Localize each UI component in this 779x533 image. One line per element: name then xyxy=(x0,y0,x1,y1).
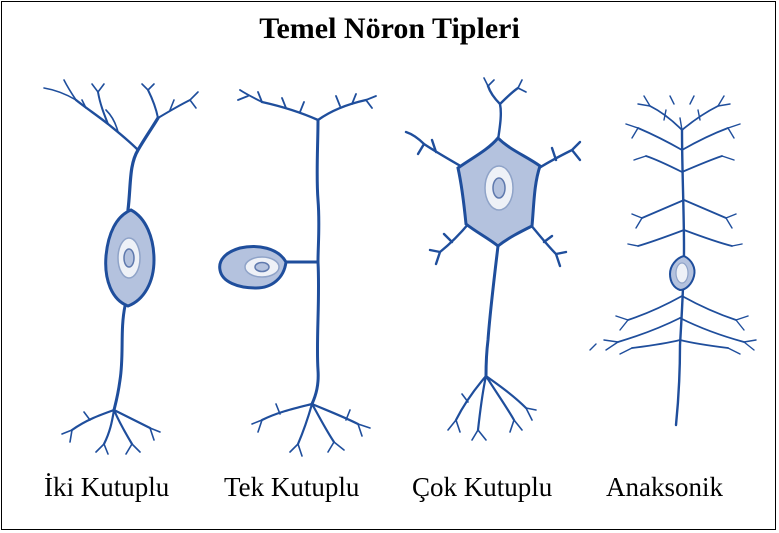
label-multipolar: Çok Kutuplu xyxy=(412,472,552,503)
label-unipolar: Tek Kutuplu xyxy=(224,472,359,503)
bipolar-neuron xyxy=(44,80,198,454)
label-bipolar: İki Kutuplu xyxy=(44,472,169,503)
anaxonic-neuron xyxy=(590,96,756,425)
multipolar-neuron xyxy=(406,78,580,440)
unipolar-neuron xyxy=(220,90,376,456)
label-anaxonic: Anaksonik xyxy=(606,472,723,503)
